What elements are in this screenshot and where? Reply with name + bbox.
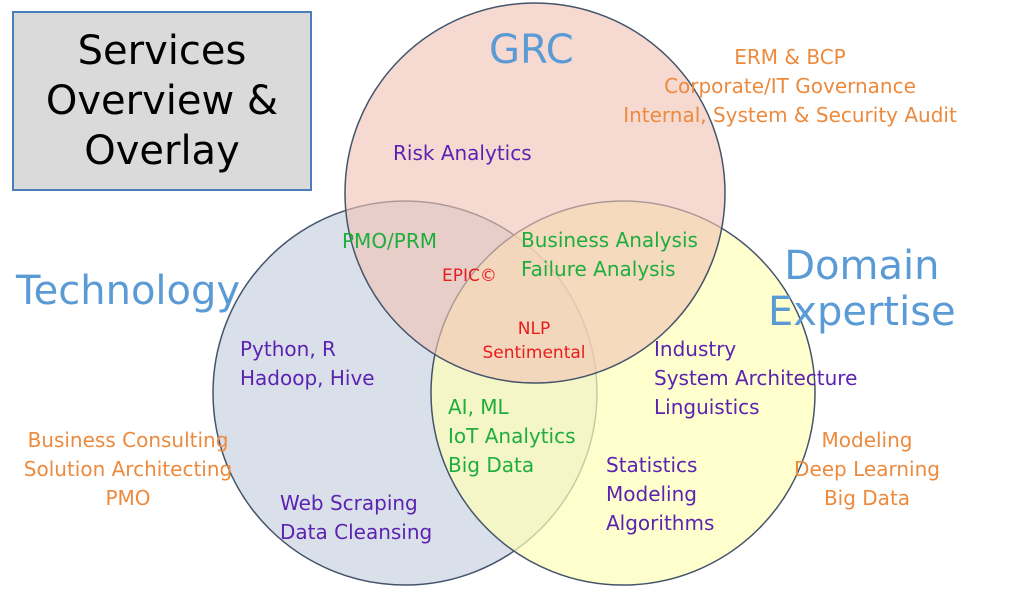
list-item: ERM & BCP <box>734 45 846 69</box>
domain-title-line: Expertise <box>768 289 956 335</box>
region-item: Hadoop, Hive <box>240 366 375 390</box>
region-item: IoT Analytics <box>448 424 576 448</box>
region-technology-only-top: Python, R Hadoop, Hive <box>240 335 375 393</box>
technology-services-list: Business Consulting Solution Architectin… <box>0 426 256 513</box>
list-item: Corporate/IT Governance <box>664 74 916 98</box>
list-item: Modeling <box>821 428 913 452</box>
list-item: Deep Learning <box>794 457 940 481</box>
region-item: NLP <box>517 319 551 339</box>
region-technology-only-bottom: Web Scraping Data Cleansing <box>280 489 432 547</box>
region-item: System Architecture <box>654 366 858 390</box>
region-item: Big Data <box>448 453 535 477</box>
list-item: Business Consulting <box>27 428 229 452</box>
title-line: Services <box>77 28 247 74</box>
circle-grc <box>344 2 726 384</box>
title-line: Overlay <box>84 128 240 174</box>
region-item: AI, ML <box>448 395 509 419</box>
title-box: Services Overview & Overlay <box>12 11 312 191</box>
region-center: NLP Sentimental <box>468 317 600 365</box>
epic-label: EPIC© <box>442 266 497 286</box>
region-item: Statistics <box>606 453 698 477</box>
region-item: Data Cleansing <box>280 520 433 544</box>
domain-services-list: Modeling Deep Learning Big Data <box>778 426 956 513</box>
region-item: Python, R <box>240 337 336 361</box>
region-grc-technology: PMO/PRM <box>342 227 437 256</box>
domain-expertise-title: Domain Expertise <box>768 243 956 335</box>
list-item: Solution Architecting <box>23 457 233 481</box>
region-item: PMO/PRM <box>342 229 438 253</box>
region-item: Modeling <box>606 482 697 506</box>
region-item: Failure Analysis <box>521 257 676 281</box>
domain-title-line: Domain <box>784 243 940 289</box>
grc-services-list: ERM & BCP Corporate/IT Governance Intern… <box>580 43 1000 130</box>
title-line: Overview & <box>45 78 279 124</box>
technology-title: Technology <box>16 268 241 314</box>
list-item: Big Data <box>823 486 911 510</box>
region-item: Risk Analytics <box>393 141 532 165</box>
region-item: Sentimental <box>482 343 586 363</box>
list-item: Internal, System & Security Audit <box>623 103 957 127</box>
region-grc-only: Risk Analytics <box>393 139 532 168</box>
region-domain-only-bottom: Statistics Modeling Algorithms <box>606 451 714 538</box>
list-item: PMO <box>105 486 151 510</box>
region-item: Business Analysis <box>521 228 698 252</box>
grc-title: GRC <box>489 27 574 73</box>
region-item: Industry <box>654 337 737 361</box>
region-domain-only-top: Industry System Architecture Linguistics <box>654 335 857 422</box>
region-item: Linguistics <box>654 395 760 419</box>
region-grc-domain: Business Analysis Failure Analysis <box>521 226 698 284</box>
region-technology-domain: AI, ML IoT Analytics Big Data <box>448 393 576 480</box>
region-item: Web Scraping <box>280 491 418 515</box>
region-item: Algorithms <box>606 511 715 535</box>
